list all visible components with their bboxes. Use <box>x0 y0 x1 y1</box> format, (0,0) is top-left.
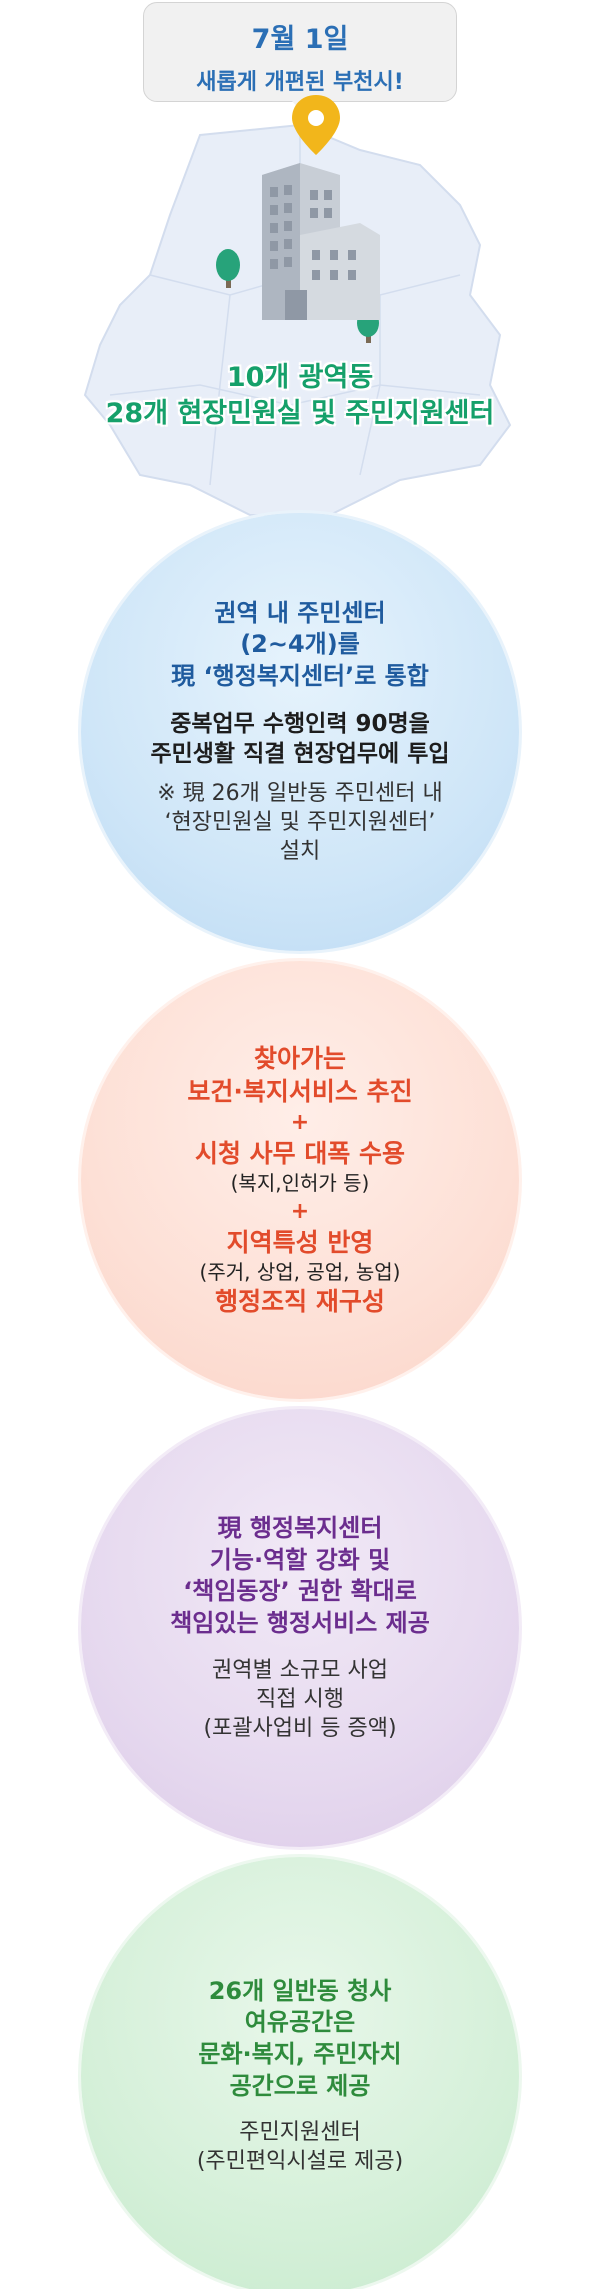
responsibility-line-4: 책임있는 행정서비스 제공 <box>170 1609 430 1638</box>
space-line-3: 문화·복지, 주민자치 <box>198 2039 402 2068</box>
integration-note-1: ※ 現 26개 일반동 주민센터 내 <box>157 781 443 807</box>
integration-note-3: 설치 <box>279 839 321 865</box>
integration-heading-3: 現 ‘행정복지센터’로 통합 <box>171 661 429 690</box>
responsibility-body-2: 직접 시행 <box>256 1686 344 1712</box>
plus-sign-1: + <box>290 1110 310 1136</box>
header-subtitle: 새롭게 개편된 부천시! <box>196 70 404 95</box>
services-line-2: 보건·복지서비스 추진 <box>187 1077 413 1107</box>
header-date: 7월 1일 <box>251 24 349 55</box>
space-line-4: 공간으로 제공 <box>229 2071 371 2100</box>
services-sub-2: (주거, 상업, 공업, 농업) <box>199 1259 401 1284</box>
tree-icon-left <box>216 249 240 288</box>
responsibility-body-3: (포괄사업비 등 증액) <box>203 1715 397 1741</box>
space-body-2: (주민편익시설로 제공) <box>196 2149 404 2175</box>
responsibility-circle: 現 행정복지센터 기능·역할 강화 및 ‘책임동장’ 권한 확대로 책임있는 행… <box>81 1409 519 1847</box>
services-line-5: 행정조직 재구성 <box>215 1286 385 1316</box>
location-pin-icon <box>292 95 340 155</box>
building-icon <box>262 163 380 320</box>
map-illustration <box>83 95 512 516</box>
responsibility-line-1: 現 행정복지센터 <box>217 1514 383 1543</box>
services-line-3: 시청 사무 대폭 수용 <box>194 1139 406 1169</box>
integration-circle: 권역 내 주민센터 (2~4개)를 現 ‘행정복지센터’로 통합 중복업무 수행… <box>81 513 519 951</box>
integration-heading-2: (2~4개)를 <box>240 630 360 659</box>
map-title-line1: 10개 광역동 <box>226 362 374 393</box>
space-line-2: 여유공간은 <box>244 2008 356 2037</box>
space-line-1: 26개 일반동 청사 <box>208 1976 392 2005</box>
services-line-1: 찾아가는 <box>253 1044 346 1074</box>
integration-heading-1: 권역 내 주민센터 <box>214 598 386 627</box>
space-circle: 26개 일반동 청사 여유공간은 문화·복지, 주민자치 공간으로 제공 주민지… <box>81 1857 519 2289</box>
map-title-line2: 28개 현장민원실 및 주민지원센터 <box>105 398 495 429</box>
integration-body-1: 중복업무 수행인력 90명을 <box>170 710 430 737</box>
services-line-4: 지역특성 반영 <box>226 1227 374 1257</box>
integration-note-2: ‘현장민원실 및 주민지원센터’ <box>164 810 436 836</box>
responsibility-line-3: ‘책임동장’ 권한 확대로 <box>183 1577 417 1606</box>
space-body-1: 주민지원센터 <box>239 2120 361 2146</box>
header-callout: 7월 1일 새롭게 개편된 부천시! <box>143 2 457 115</box>
city-map: 10개 광역동 28개 현장민원실 및 주민지원센터 <box>0 95 600 565</box>
plus-sign-2: + <box>290 1198 310 1224</box>
services-circle: 찾아가는 보건·복지서비스 추진 + 시청 사무 대폭 수용 (복지,인허가 등… <box>81 961 519 1399</box>
services-sub-1: (복지,인허가 등) <box>230 1171 370 1196</box>
responsibility-line-2: 기능·역할 강화 및 <box>209 1545 391 1574</box>
integration-body-2: 주민생활 직결 현장업무에 투입 <box>150 740 450 767</box>
responsibility-body-1: 권역별 소규모 사업 <box>212 1657 388 1683</box>
